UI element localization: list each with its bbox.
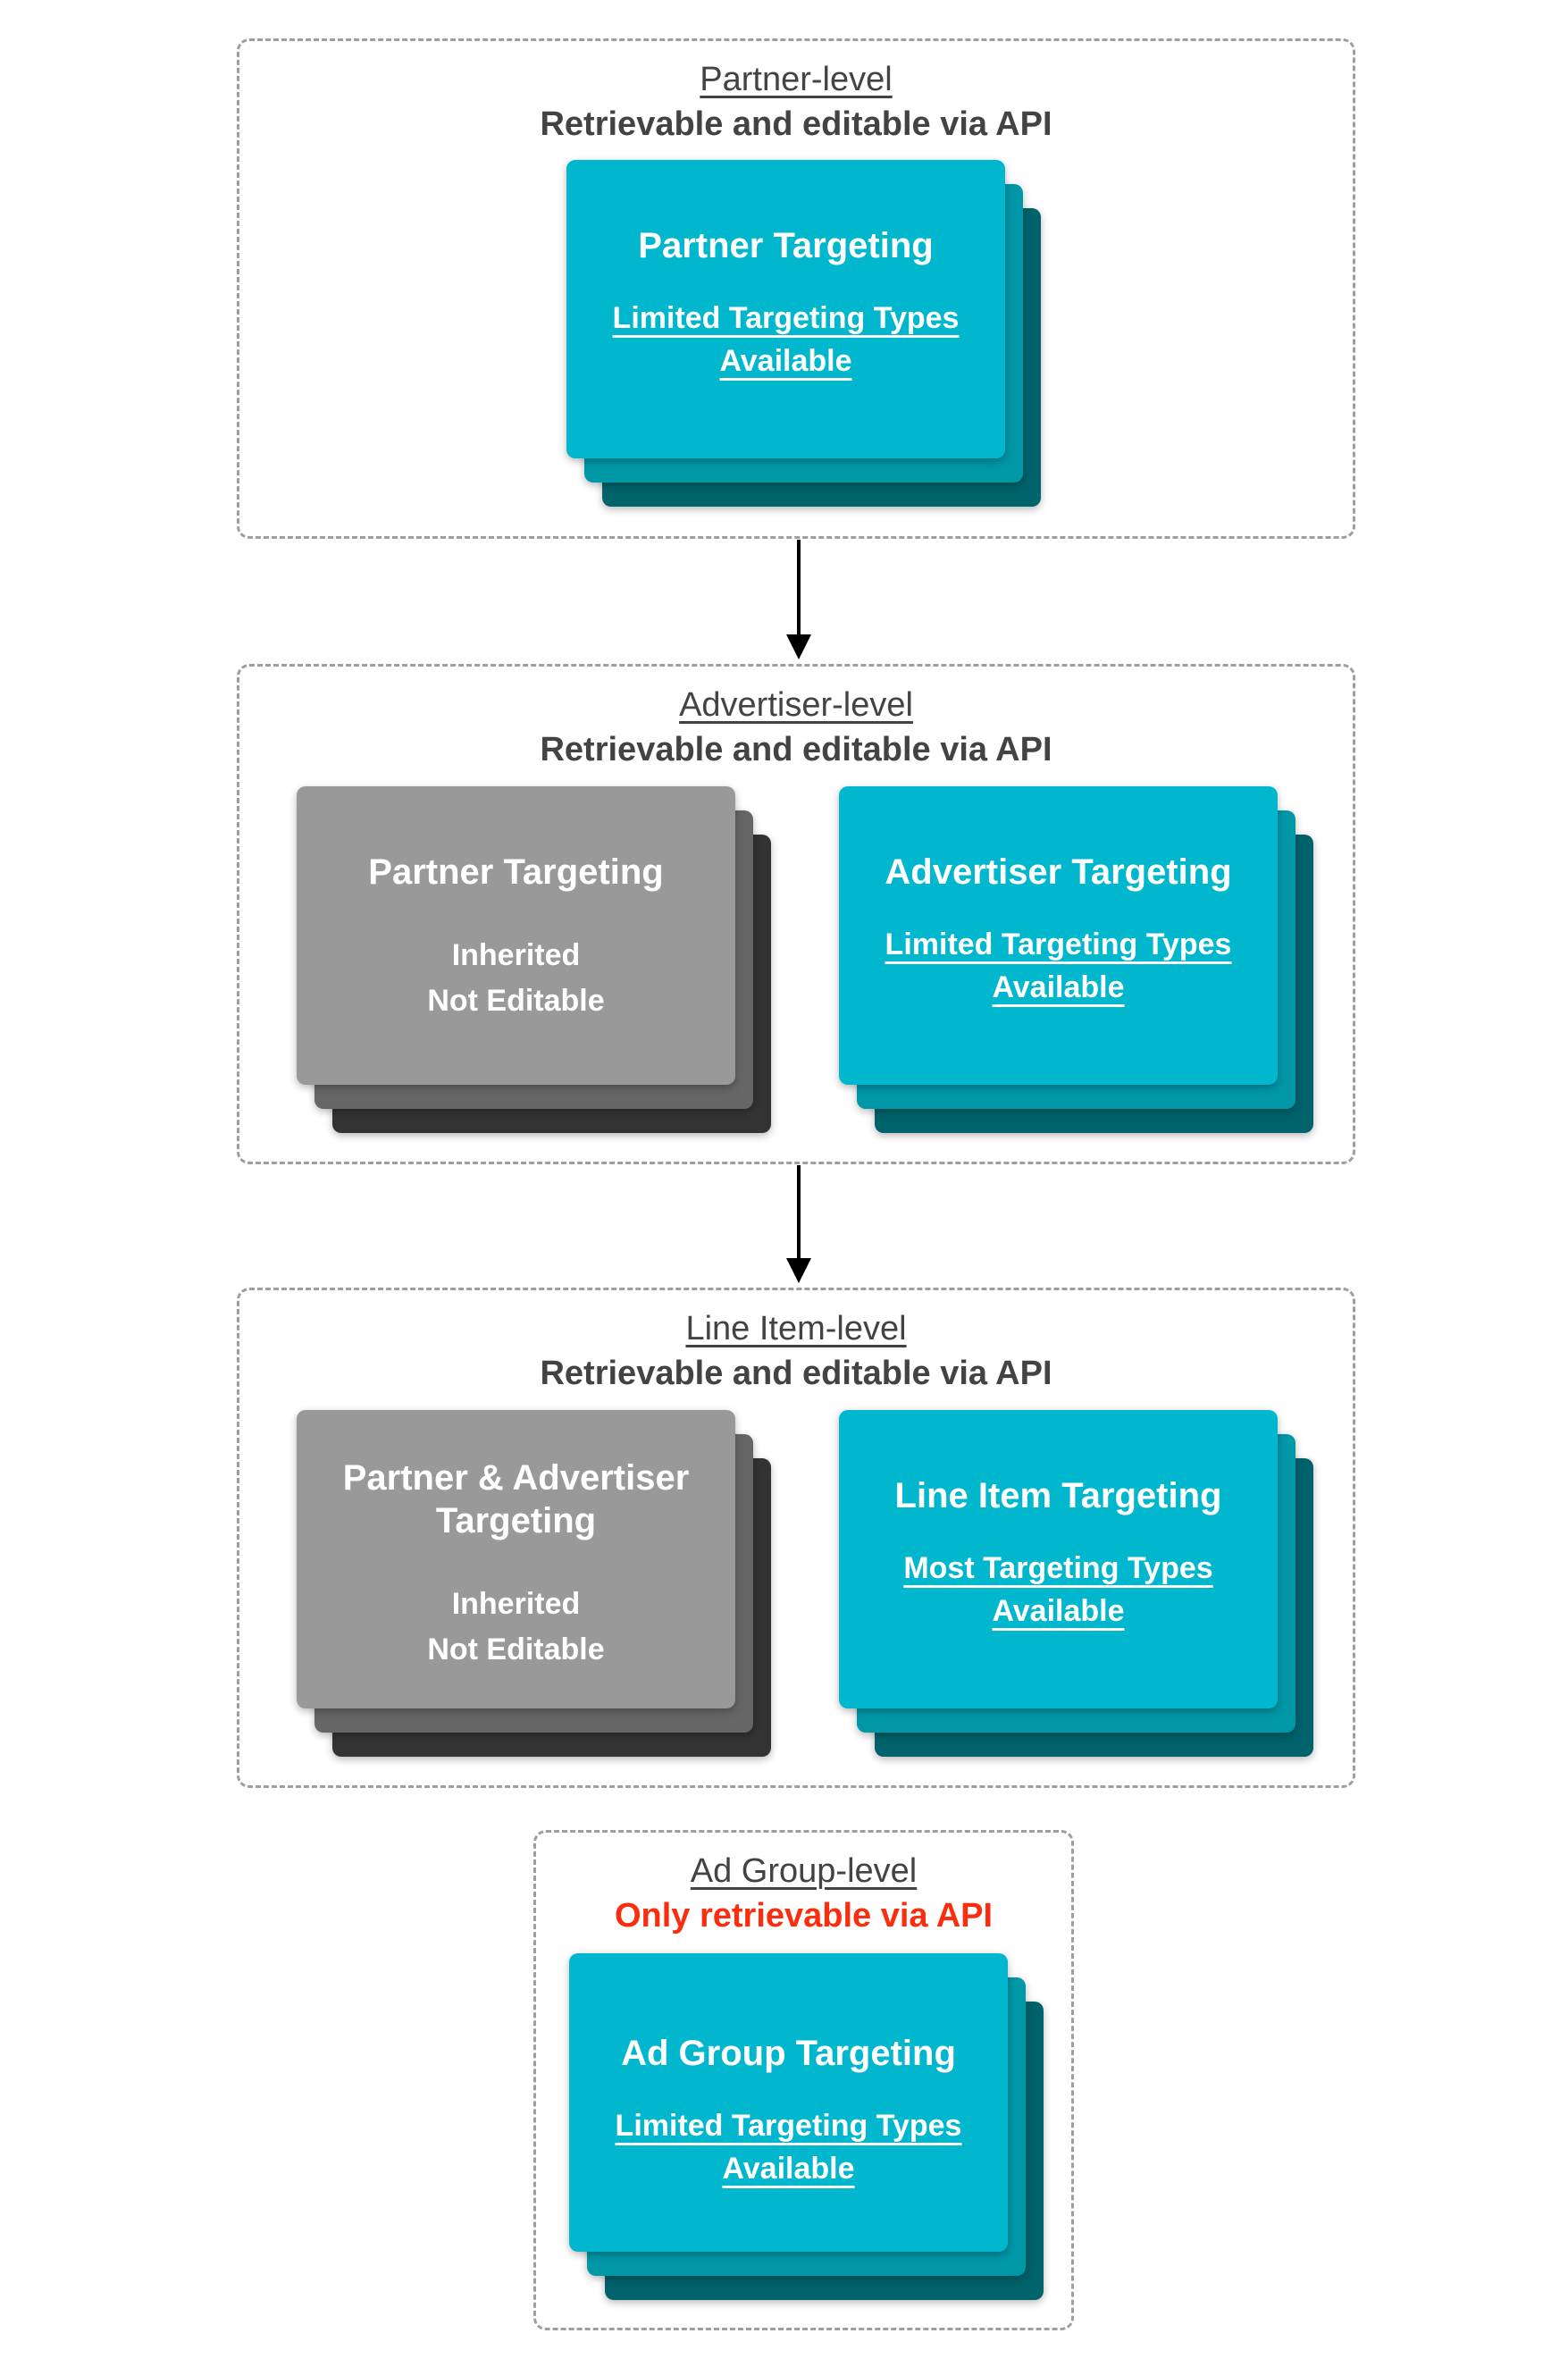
arrow-shaft — [797, 540, 801, 636]
card-stack-inherited-partner-targeting: Partner Targeting Inherited Not Editable — [297, 786, 771, 1133]
card-subtitle-line: Most Targeting Types — [903, 1551, 1213, 1585]
card-subtitle-line: Available — [722, 2151, 855, 2186]
card-subtitle-line: Available — [992, 969, 1125, 1004]
card-subtitle: Limited Targeting Types Available — [616, 2105, 962, 2190]
section-subtitle: Retrievable and editable via API — [540, 1355, 1052, 1393]
card-subtitle-line: Available — [992, 1593, 1125, 1628]
card-title: Ad Group Targeting — [621, 2034, 956, 2073]
card-subtitle-line: Available — [719, 343, 852, 378]
section-header: Advertiser-level Retrievable and editabl… — [239, 667, 1353, 773]
card-subtitle-line: Limited Targeting Types — [885, 927, 1232, 961]
down-arrow-icon — [786, 540, 811, 659]
section-subtitle: Retrievable and editable via API — [540, 731, 1052, 769]
card-subtitle-line: Not Editable — [427, 1633, 605, 1666]
targeting-card: Advertiser Targeting Limited Targeting T… — [839, 786, 1278, 1085]
card-subtitle: Limited Targeting Types Available — [613, 298, 960, 382]
card-title: Partner & Advertiser Targeting — [342, 1458, 690, 1540]
section-subtitle: Only retrievable via API — [614, 1897, 994, 1935]
card-subtitle-line: Inherited — [451, 938, 581, 972]
section-title: Advertiser-level — [679, 686, 913, 724]
targeting-card: Partner & Advertiser Targeting Inherited… — [297, 1410, 735, 1708]
card-subtitle-line: Limited Targeting Types — [615, 2109, 962, 2143]
card-subtitle-line: Not Editable — [427, 984, 605, 1018]
section-subtitle: Retrievable and editable via API — [540, 105, 1052, 144]
card-stack-advertiser-targeting: Advertiser Targeting Limited Targeting T… — [839, 786, 1313, 1133]
arrow-shaft — [797, 1165, 801, 1260]
section-title: Line Item-level — [685, 1310, 907, 1347]
card-title: Advertiser Targeting — [885, 852, 1232, 892]
section-title: Partner-level — [700, 61, 893, 98]
section-header: Partner-level Retrievable and editable v… — [239, 41, 1353, 147]
section-header: Line Item-level Retrievable and editable… — [239, 1290, 1353, 1397]
down-arrow-icon — [786, 1165, 811, 1283]
arrow-head — [786, 634, 811, 659]
targeting-card: Line Item Targeting Most Targeting Types… — [839, 1410, 1278, 1708]
targeting-card: Partner Targeting Limited Targeting Type… — [566, 160, 1005, 458]
section-title: Ad Group-level — [690, 1852, 918, 1890]
targeting-card: Partner Targeting Inherited Not Editable — [297, 786, 735, 1085]
card-subtitle: Inherited Not Editable — [427, 933, 604, 1024]
card-subtitle-line: Inherited — [451, 1587, 581, 1621]
card-subtitle: Inherited Not Editable — [427, 1582, 604, 1673]
card-stack-inherited-partner-advertiser-targeting: Partner & Advertiser Targeting Inherited… — [297, 1410, 771, 1757]
arrow-head — [786, 1258, 811, 1283]
card-title: Partner Targeting — [368, 852, 664, 892]
card-stack-line-item-targeting: Line Item Targeting Most Targeting Types… — [839, 1410, 1313, 1757]
card-subtitle-line: Limited Targeting Types — [612, 301, 960, 335]
card-title: Line Item Targeting — [894, 1476, 1222, 1515]
section-header: Ad Group-level Only retrievable via API — [536, 1833, 1071, 1939]
targeting-card: Ad Group Targeting Limited Targeting Typ… — [569, 1953, 1008, 2252]
card-stack-partner-targeting: Partner Targeting Limited Targeting Type… — [566, 160, 1041, 507]
card-title: Partner Targeting — [638, 226, 934, 265]
card-subtitle: Limited Targeting Types Available — [885, 924, 1232, 1009]
card-stack-ad-group-targeting: Ad Group Targeting Limited Targeting Typ… — [569, 1953, 1044, 2300]
card-subtitle: Most Targeting Types Available — [903, 1548, 1212, 1633]
